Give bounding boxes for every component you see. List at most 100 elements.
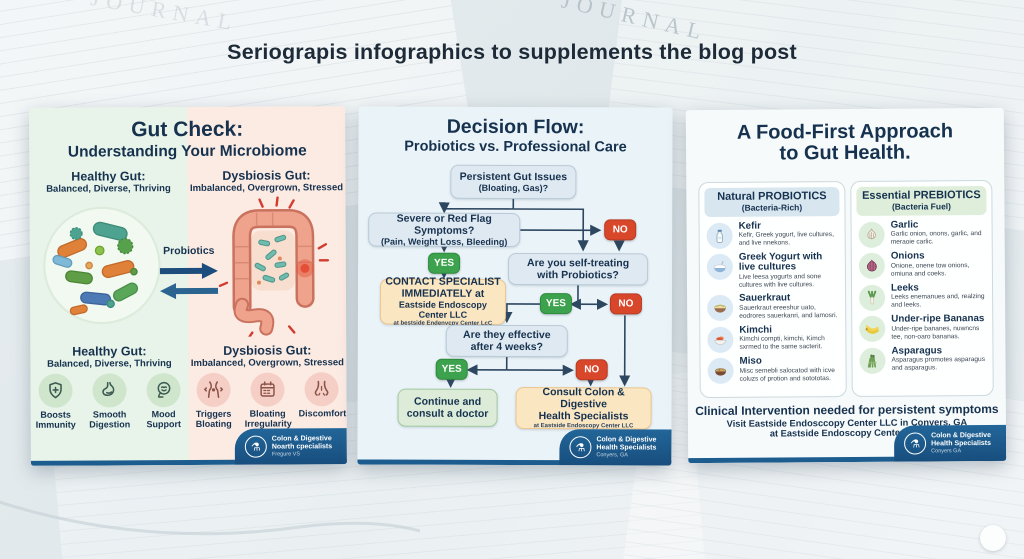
node-line: consult a doctor — [406, 407, 489, 420]
onion-icon — [858, 252, 885, 279]
flow-node-consult-specialists: Consult Colon & Digestive Health Special… — [515, 386, 652, 430]
clinic-logo-icon: ⚗ — [904, 432, 927, 455]
flow-node-self-treating: Are you self-treating with Probiotics? — [508, 252, 649, 286]
calendar-icon — [250, 372, 285, 407]
probiotics-exchange: Probiotics — [150, 245, 228, 304]
node-line: Are they effective — [463, 328, 551, 342]
no-badge: NO — [609, 293, 642, 315]
badge-line1: Colon & Digestive — [271, 435, 332, 443]
symptom-label: Discomfort — [298, 408, 347, 419]
node-line: Continue and — [414, 395, 482, 408]
food-desc: Kefir, Greek yogurt, live cultures, and … — [738, 231, 834, 247]
food-desc: Sauerkraut ereeshur uato, eodrores sauer… — [739, 304, 838, 320]
decision-flow-panel: Decision Flow: Probiotics vs. Profession… — [357, 106, 673, 466]
clinic-badge: ⚗ Colon & Digestive Health Specialists C… — [893, 424, 1007, 462]
food-desc: Garlic onion, onons, garlic, and meraoie… — [890, 230, 982, 246]
hips-icon — [304, 372, 339, 407]
dysbiosis-heading-top: Dysbiosis Gut: Imbalanced, Overgrown, St… — [187, 168, 345, 194]
dysbiosis-subheading-label: Imbalanced, Overgrown, Stressed — [189, 182, 344, 194]
badge-line2: Noarth cpecialists — [271, 443, 333, 451]
no-badge: NO — [575, 359, 608, 381]
miso-bowl-icon — [707, 357, 734, 384]
sauerkraut-bowl-icon — [707, 294, 734, 321]
food-desc: Onione, onene tow onions, omiuna and coe… — [890, 262, 970, 278]
card-header-title: Natural PROBIOTICS — [717, 190, 827, 203]
panel-title: Gut Check: Understanding Your Microbiome — [29, 117, 345, 162]
badge-line3: Fregure VS — [271, 451, 301, 458]
double-arrow-icon — [159, 262, 219, 300]
badge-line1: Colon & Digestive — [596, 436, 657, 444]
panel-title-line2: to Gut Health. — [779, 141, 911, 165]
food-name: Leeks — [890, 281, 919, 294]
food-desc: Under-ripe bananes, nuwncns tee, non-oar… — [891, 325, 980, 341]
banana-icon — [859, 315, 886, 342]
node-line: Eastside Endoscopy Center LLC — [398, 299, 487, 321]
food-name: Kefir — [738, 220, 761, 232]
dysbiosis-heading-bottom: Dysbiosis Gut: Imbalanced, Overgrown, St… — [188, 343, 346, 369]
clinic-badge: ⚗ Colon & Digestive Noarth cpecialists F… — [234, 428, 347, 465]
flow-connectors — [438, 198, 631, 388]
badge-line2: Health Specialists — [931, 439, 992, 448]
food-desc: Leeks enemanues and, realzing and leeks. — [891, 293, 985, 309]
garlic-icon — [858, 221, 885, 248]
symptom-item: Bloating Irregularity — [244, 372, 292, 429]
shield-cross-icon — [38, 373, 73, 408]
healthy-heading-label: Healthy Gut: — [71, 169, 146, 184]
benefit-label: Mood Support — [146, 409, 181, 430]
food-desc: Asparagus promotes asparagus and asparag… — [891, 356, 986, 372]
food-name: Under-ripe Bananas — [891, 313, 985, 325]
node-line: (Bloating, Gas)? — [478, 182, 549, 193]
benefit-label: Boosts Immunity — [35, 409, 76, 430]
card-header-subtitle: (Bacteria-Rich) — [741, 202, 803, 213]
clinic-badge: ⚗ Colon & Digestive Health Specialists C… — [559, 429, 672, 466]
node-line: IMMEDIATELY at — [401, 287, 485, 300]
inflamed-intestine-illustration — [218, 196, 330, 337]
stethoscope-curve — [0, 500, 420, 536]
node-line: after 4 weeks? — [470, 340, 543, 354]
healthy-heading-label: Healthy Gut: — [72, 344, 147, 359]
food-name: Greek Yogurt with live cultures — [738, 251, 823, 273]
flow-node-continue: Continue and consult a doctor — [397, 388, 498, 427]
flow-node-persistent-issues: Persistent Gut Issues (Bloating, Gas)? — [450, 164, 577, 200]
food-name: Asparagus — [891, 344, 943, 357]
yes-badge: YES — [435, 358, 468, 380]
healthy-heading-top: Healthy Gut: Balanced, Diverse, Thriving — [29, 169, 187, 195]
benefit-item: Boosts Immunity — [32, 373, 78, 431]
yes-badge: YES — [539, 293, 572, 315]
probiotics-card-header: Natural PROBIOTICS (Bacteria-Rich) — [704, 187, 840, 217]
asparagus-icon — [859, 347, 886, 374]
node-line: with Probiotics? — [537, 269, 619, 282]
food-desc: Misc semebli salocatod with icve coluzs … — [739, 367, 835, 383]
dysbiosis-symptoms-row: Triggers Bloating Bloating Irregularity — [188, 372, 346, 430]
healthy-benefits-row: Boosts Immunity Smooth Digestion — [30, 373, 188, 431]
badge-line3: Conyers, GA — [596, 452, 628, 459]
page-title: Seriograpis infographics to supplements … — [227, 40, 797, 64]
clinic-logo-icon: ⚗ — [244, 435, 267, 458]
healthy-microbiome-illustration — [43, 206, 161, 325]
node-line: (Pain, Weight Loss, Bleeding) — [380, 236, 508, 247]
no-badge: NO — [604, 219, 637, 241]
healthy-heading-bottom: Healthy Gut: Balanced, Diverse, Thriving — [30, 344, 188, 370]
food-desc: Live leesa yogurts and sone cultures wit… — [738, 273, 822, 289]
panel-title-line1: Gut Check: — [131, 117, 244, 142]
benefit-item: Smooth Digestion — [86, 373, 132, 430]
symptom-label: Triggers Bloating — [195, 408, 232, 429]
bloated-waist-icon — [196, 372, 231, 407]
panel-title-line2: Understanding Your Microbiome — [67, 142, 307, 161]
node-line: Health Specialists — [538, 410, 629, 423]
panel-title: A Food-First Approach to Gut Health. — [686, 120, 1004, 166]
dysbiosis-heading-label: Dysbiosis Gut: — [223, 343, 312, 358]
leek-icon — [858, 284, 886, 311]
node-line: Are you self-treating — [526, 256, 630, 270]
symptom-item: Discomfort — [298, 372, 347, 429]
background-dot — [980, 525, 1006, 551]
flow-node-red-flag: Severe or Red Flag Symptoms? (Pain, Weig… — [368, 212, 521, 248]
prebiotics-card-header: Essential PREBIOTICS (Bacteria Fuel) — [856, 186, 987, 216]
